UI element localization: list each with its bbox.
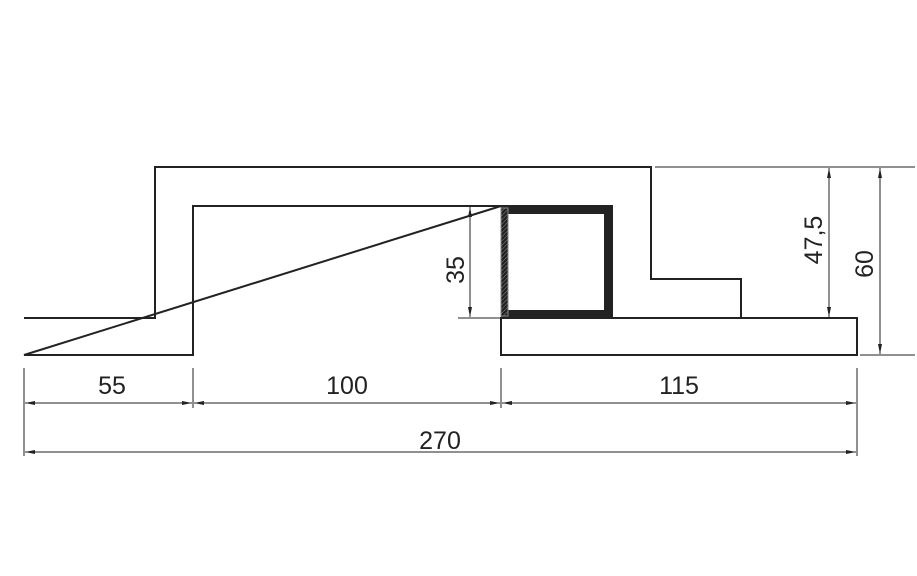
label-100: 100 — [326, 372, 368, 400]
label-35: 35 — [442, 256, 470, 284]
label-47-5: 47,5 — [800, 216, 828, 265]
label-55: 55 — [98, 372, 126, 400]
label-270: 270 — [419, 427, 461, 455]
label-115: 115 — [659, 372, 699, 400]
label-60: 60 — [851, 250, 879, 278]
hatched-strip — [500, 207, 509, 317]
base-plank — [500, 317, 858, 356]
upper-profile — [23, 166, 742, 356]
square-tube — [501, 205, 613, 319]
